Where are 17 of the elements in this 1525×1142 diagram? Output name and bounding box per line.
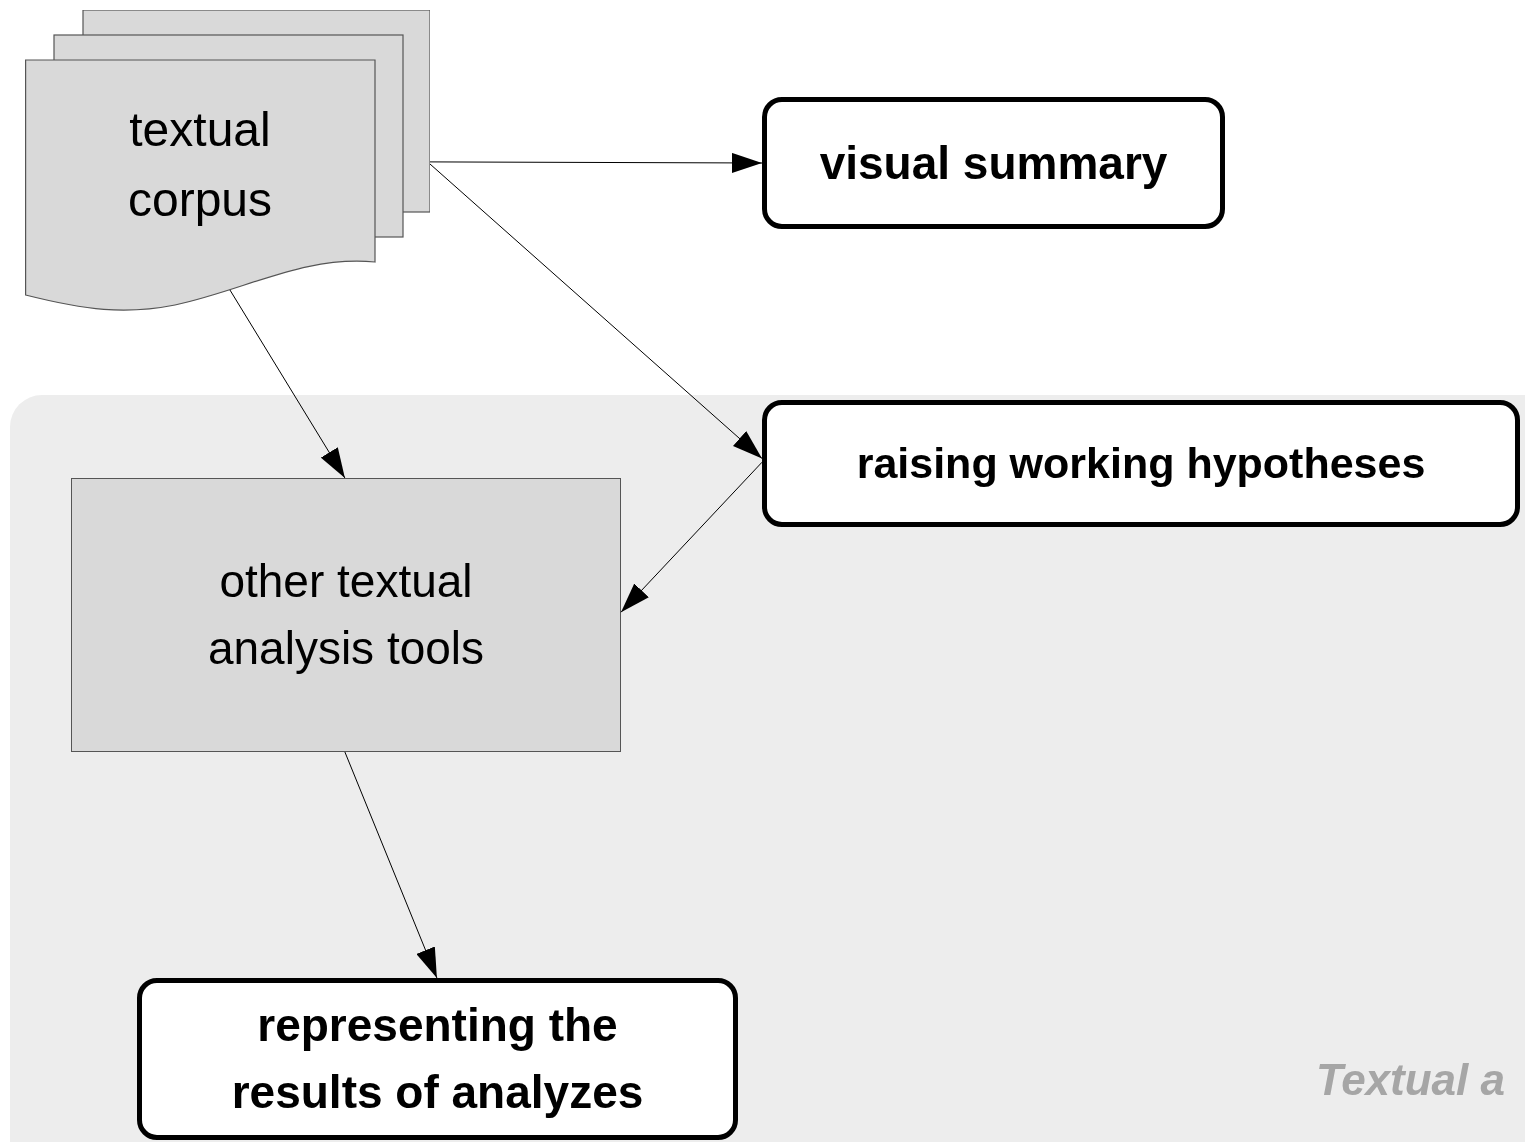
- node-label: representing the results of analyzes: [230, 998, 645, 1120]
- outcome-box: [137, 978, 738, 1140]
- arrow: [620, 461, 763, 613]
- node-label: raising working hypotheses: [855, 438, 1427, 490]
- process-box: [71, 478, 621, 752]
- node-label: visual summary: [818, 135, 1169, 191]
- arrow: [429, 152, 763, 173]
- arrow: [344, 751, 438, 979]
- outcome-box: [762, 400, 1520, 527]
- band-title: Textual a: [1315, 1055, 1505, 1105]
- group-band: [10, 395, 1525, 1142]
- node-label: other textual analysis tools: [206, 554, 486, 676]
- arrow: [429, 163, 763, 459]
- outcome-box: [762, 97, 1225, 229]
- node-label: textual corpus: [126, 102, 274, 228]
- arrow: [229, 289, 346, 479]
- document-stack: [25, 10, 430, 312]
